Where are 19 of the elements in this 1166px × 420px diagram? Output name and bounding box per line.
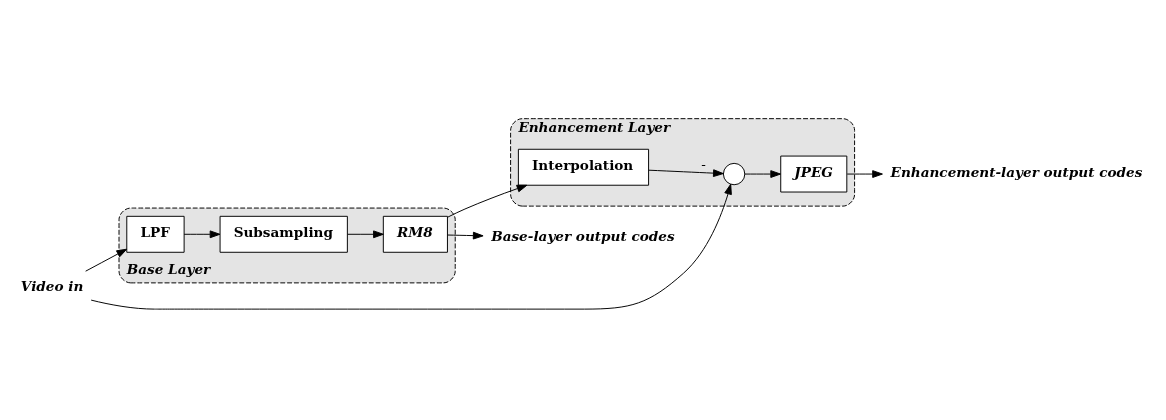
arrow [90, 183, 732, 310]
arrow [846, 170, 883, 178]
node-box: Interpolation [517, 148, 650, 186]
node-text: Enhancement-layer output codes [890, 163, 1143, 180]
node-text: Video in [20, 278, 84, 295]
node-circle [722, 162, 746, 186]
arrow [648, 169, 724, 178]
node-box: JPEG [780, 155, 848, 193]
arrow [347, 230, 384, 239]
node-box: LPF [126, 215, 185, 253]
node-box: RM8 [382, 215, 448, 253]
arrow [85, 248, 128, 272]
edge-label: - [701, 156, 706, 173]
arrow [447, 231, 484, 240]
arrow [183, 230, 221, 239]
node-box: Subsampling [219, 215, 348, 253]
node-text: Base-layer output codes [491, 227, 675, 244]
arrow [447, 184, 528, 218]
arrow [744, 170, 781, 178]
